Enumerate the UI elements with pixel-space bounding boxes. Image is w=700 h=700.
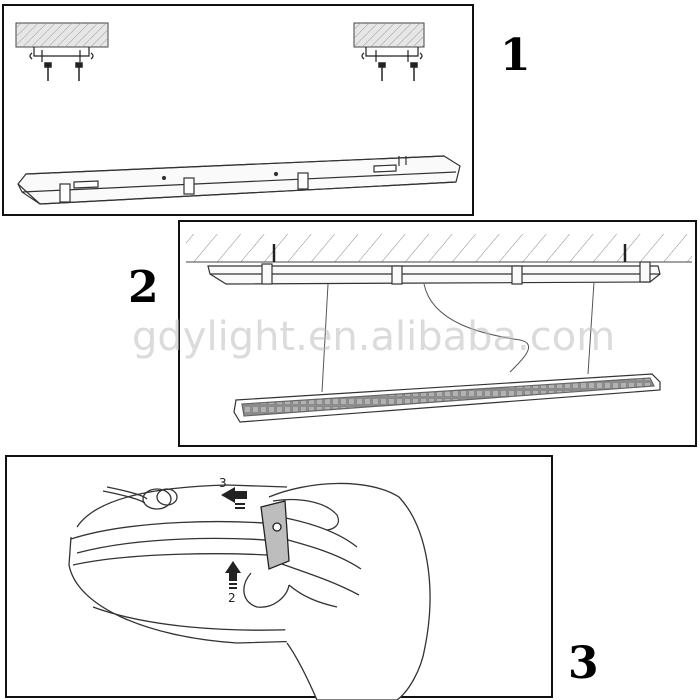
step-number-1: 1 (500, 30, 531, 81)
panel-2-drawing (186, 234, 692, 423)
arrow-up-icon (225, 561, 241, 589)
step-number-3: 3 (568, 638, 599, 689)
arrow-label-2: 2 (228, 591, 236, 605)
bracket-icon (361, 47, 423, 62)
clip-latch (260, 500, 290, 570)
hand (243, 482, 431, 700)
screw-icon (378, 62, 418, 81)
panel-1-drawing (15, 22, 461, 205)
panel-step-2 (178, 220, 697, 447)
bracket-icon (29, 47, 94, 62)
ceiling (186, 234, 692, 263)
screw-icon (272, 244, 627, 262)
panel-step-1 (2, 4, 474, 216)
screw-icon (44, 62, 83, 81)
arrow-left-icon (221, 487, 247, 509)
step-number-2: 2 (128, 262, 159, 313)
arrow-label-3: 3 (219, 476, 227, 490)
ceiling-block-right (353, 22, 425, 48)
panel-3-drawing: 3 2 (68, 476, 431, 700)
suspension-wires (321, 281, 595, 393)
panel-step-3: 3 2 (5, 455, 553, 700)
fixture-housing (207, 261, 661, 285)
light-fixture (17, 155, 461, 205)
ceiling-block-left (15, 22, 109, 48)
diffuser-cover (233, 373, 661, 423)
